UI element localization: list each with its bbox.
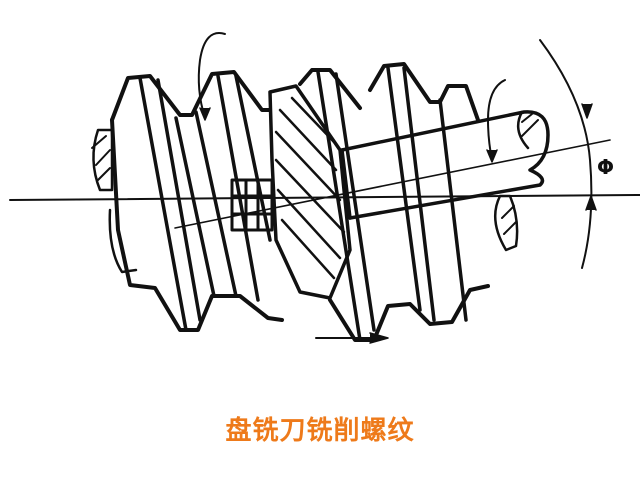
angle-arc [539, 39, 593, 269]
left-shaft-section [91, 128, 138, 274]
thread-milling-diagram [9, 32, 640, 344]
angle-phi-label: Φ [597, 155, 615, 179]
cutter-hub [230, 178, 274, 232]
figure-caption: 盘铣刀铣削螺纹 [225, 416, 415, 446]
cutter-rotation-arrow [487, 79, 506, 161]
worm-thread-profile [110, 62, 490, 342]
worm-rotation-arrow [197, 32, 226, 119]
cutter-arbor [340, 110, 550, 252]
